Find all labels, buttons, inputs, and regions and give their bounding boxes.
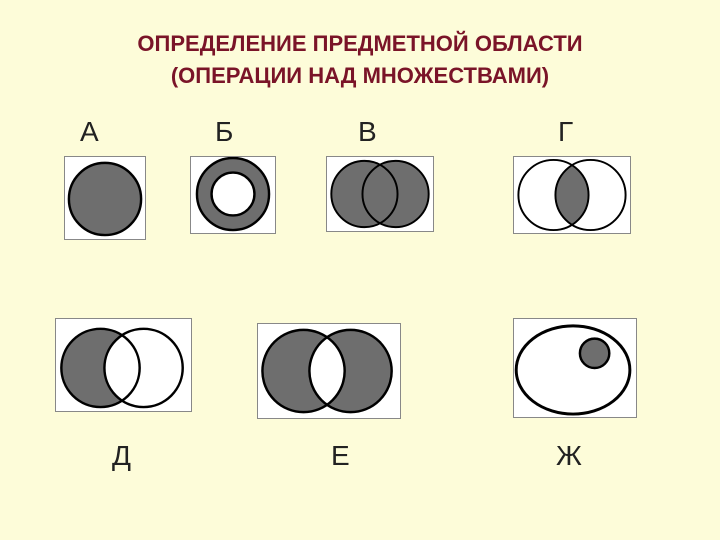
- label-g: Г: [558, 116, 574, 147]
- label-d: Д: [112, 440, 131, 471]
- diagram-zh-subset: [513, 318, 637, 418]
- slide-title: ОПРЕДЕЛЕНИЕ ПРЕДМЕТНОЙ ОБЛАСТИ (ОПЕРАЦИИ…: [0, 28, 720, 92]
- diagram-a-set: [64, 156, 146, 240]
- label-b: Б: [215, 116, 234, 147]
- diagram-b-ring: [190, 156, 276, 234]
- label-e: Е: [331, 440, 350, 471]
- diagram-e-symmetric-difference: [257, 323, 401, 419]
- label-zh: Ж: [556, 440, 582, 471]
- diagram-g-intersection: [513, 156, 631, 234]
- label-v: В: [358, 116, 377, 147]
- diagram-d-difference: [55, 318, 192, 412]
- label-a: А: [80, 116, 99, 147]
- title-line-2: (ОПЕРАЦИИ НАД МНОЖЕСТВАМИ): [170, 63, 550, 88]
- diagram-v-union: [326, 156, 434, 232]
- title-line-1: ОПРЕДЕЛЕНИЕ ПРЕДМЕТНОЙ ОБЛАСТИ: [137, 31, 583, 56]
